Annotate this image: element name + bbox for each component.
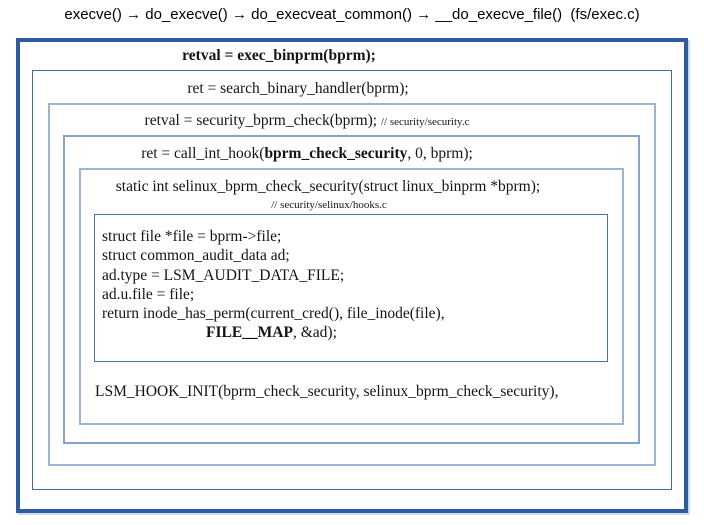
box-call-int-hook xyxy=(79,168,624,425)
code-line-common-audit-data: struct common_audit_data ad; xyxy=(102,247,290,265)
continuation-suffix: , &ad); xyxy=(292,324,337,342)
call-int-hook-suffix: , 0, bprm); xyxy=(407,145,473,162)
file-map-constant: FILE__MAP xyxy=(206,324,293,342)
line-call-int-hook: ret = call_int_hook(bprm_check_security,… xyxy=(0,145,704,163)
line-search-binary-handler: ret = search_binary_handler(bprm); xyxy=(187,80,409,97)
code-line-continuation: FILE__MAP, &ad); xyxy=(102,323,445,342)
code-line-struct-file: struct file *file = bprm->file; xyxy=(102,228,282,245)
line-selinux-signature: static int selinux_bprm_check_security(s… xyxy=(115,178,541,195)
line-exec-binprm: retval = exec_binprm(bprm); xyxy=(182,47,376,64)
bprm-check-security-hook-name: bprm_check_security xyxy=(264,145,408,162)
call-int-hook-prefix: ret = call_int_hook( xyxy=(141,145,265,162)
box-security-bprm-check xyxy=(63,135,640,444)
security-bprm-check-call: retval = security_bprm_check(bprm); xyxy=(144,112,378,129)
box-search-binary-handler xyxy=(48,103,656,466)
selinux-code-block: struct file *file = bprm->file; struct c… xyxy=(102,227,445,343)
line-lsm-hook-init: LSM_HOOK_INIT(bprm_check_security, selin… xyxy=(95,383,559,400)
selinux-hooks-comment: // security/selinux/hooks.c xyxy=(271,199,387,211)
code-line-ad-type: ad.type = LSM_AUDIT_DATA_FILE; xyxy=(102,266,345,284)
line-security-bprm-check: retval = security_bprm_check(bprm); // s… xyxy=(0,112,704,131)
code-line-ad-u-file: ad.u.file = file; xyxy=(102,285,195,303)
box-do-execve-file xyxy=(16,38,688,513)
box-exec-binprm xyxy=(32,70,672,490)
box-selinux-function-body xyxy=(94,214,608,362)
code-line-return-inode-has-perm: return inode_has_perm(current_cred(), fi… xyxy=(102,305,445,323)
call-chain-title: execve() → do_execve() → do_execveat_com… xyxy=(64,6,640,23)
security-c-comment: // security/security.c xyxy=(380,116,470,128)
